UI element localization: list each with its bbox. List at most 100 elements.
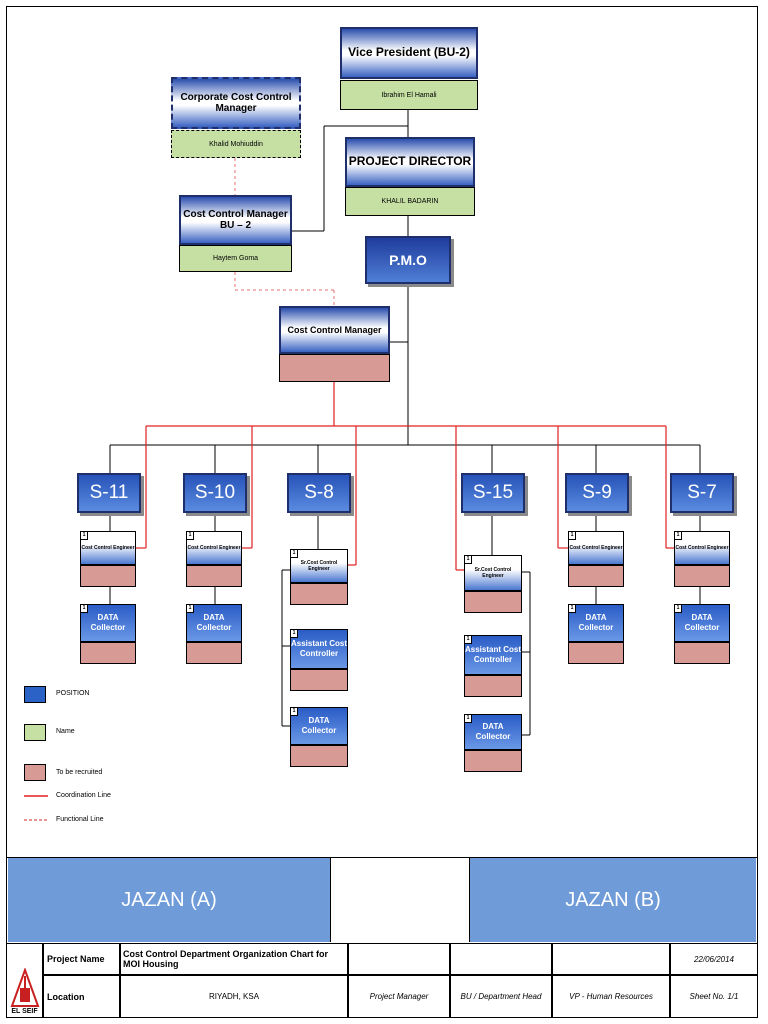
position-count: 1 [464, 714, 472, 723]
legend-coordination-label: Coordination Line [56, 792, 111, 799]
project-director-name: KHALIL BADARIN [345, 187, 475, 216]
corporate-cost-control-name: Khalid Mohiuddin [171, 130, 301, 158]
project-name-label: Project Name [43, 943, 120, 975]
section-s9-box: S-9 [565, 473, 629, 513]
cost-control-manager-bu2-name: Haytem Goma [179, 245, 292, 272]
project-director-title-box: PROJECT DIRECTOR [345, 137, 475, 187]
role-label: Cost Control Engineer [187, 545, 241, 551]
s8-collector-vacancy [290, 745, 348, 767]
footer-band-frame [6, 857, 758, 943]
s15-sr-engineer-vacancy [464, 591, 522, 613]
cost-control-manager-title-box: Cost Control Manager [279, 306, 390, 354]
legend-recruit-swatch [24, 764, 46, 781]
position-count: 1 [80, 531, 88, 540]
s8-assistant-vacancy [290, 669, 348, 691]
logo-text: EL SEIF [11, 1008, 38, 1015]
cost-control-manager-bu2-title-box: Cost Control Manager BU – 2 [179, 195, 292, 245]
position-count: 1 [464, 635, 472, 644]
role-label: DATA Collector [196, 613, 232, 632]
role-label: DATA Collector [578, 613, 614, 632]
role-label: Sr.Cost Control Engineer [474, 567, 512, 579]
s8-sr-engineer-vacancy [290, 583, 348, 605]
position-count: 1 [290, 549, 298, 558]
section-s10-box: S-10 [183, 473, 247, 513]
location-label: Location [43, 975, 120, 1018]
section-s11-box: S-11 [77, 473, 141, 513]
logo-cell: EL SEIF [6, 943, 43, 1018]
sheet-cell: Sheet No. 1/1 [670, 975, 758, 1018]
role-label: Cost Control Engineer [81, 545, 135, 551]
section-s8-box: S-8 [287, 473, 351, 513]
role-label: DATA Collector [475, 722, 511, 741]
vp-hr-cell: VP - Human Resources [552, 975, 670, 1018]
s10-collector-vacancy [186, 642, 242, 664]
role-label: Cost Control Engineer [569, 545, 623, 551]
position-count: 1 [290, 707, 298, 716]
s11-engineer-vacancy [80, 565, 136, 587]
role-label: DATA Collector [90, 613, 126, 632]
vp-title-box: Vice President (BU-2) [340, 27, 478, 79]
pmo-box: P.M.O [365, 236, 451, 284]
position-count: 1 [674, 604, 682, 613]
legend-name-label: Name [56, 728, 75, 735]
position-count: 1 [568, 531, 576, 540]
location-value: RIYADH, KSA [120, 975, 348, 1018]
role-label: Sr.Cost Control Engineer [300, 560, 338, 572]
s15-collector-vacancy [464, 750, 522, 772]
s7-engineer-vacancy [674, 565, 730, 587]
position-count: 1 [568, 604, 576, 613]
bu-head-cell: BU / Department Head [450, 975, 552, 1018]
s15-assistant-vacancy [464, 675, 522, 697]
s9-engineer-vacancy [568, 565, 624, 587]
legend-position-swatch [24, 686, 46, 703]
corporate-cost-control-title-box: Corporate Cost Control Manager [171, 77, 301, 129]
role-label: Assistant Cost Controller [465, 645, 522, 664]
s9-collector-vacancy [568, 642, 624, 664]
signature-blank-2 [450, 943, 552, 975]
position-count: 1 [186, 604, 194, 613]
legend-position-label: POSITION [56, 690, 90, 697]
position-count: 1 [674, 531, 682, 540]
position-count: 1 [464, 555, 472, 564]
project-name-value: Cost Control Department Organization Cha… [120, 943, 348, 975]
footer-center-gap [330, 858, 470, 942]
position-count: 1 [290, 629, 298, 638]
section-s15-box: S-15 [461, 473, 525, 513]
signature-blank-3 [552, 943, 670, 975]
jazan-a-band: JAZAN (A) [8, 858, 330, 942]
role-label: Assistant Cost Controller [291, 639, 348, 658]
position-count: 1 [80, 604, 88, 613]
legend-recruit-label: To be recruited [56, 769, 103, 776]
s10-engineer-vacancy [186, 565, 242, 587]
section-s7-box: S-7 [670, 473, 734, 513]
legend-functional-label: Functional Line [56, 816, 104, 823]
role-label: DATA Collector [684, 613, 720, 632]
position-count: 1 [186, 531, 194, 540]
project-manager-cell: Project Manager [348, 975, 450, 1018]
role-label: DATA Collector [301, 716, 337, 735]
date-cell: 22/06/2014 [670, 943, 758, 975]
vp-name: Ibrahim El Hamali [340, 80, 478, 110]
jazan-b-band: JAZAN (B) [470, 858, 756, 942]
s11-collector-vacancy [80, 642, 136, 664]
signature-blank-1 [348, 943, 450, 975]
legend-name-swatch [24, 724, 46, 741]
el-seif-logo-icon [10, 968, 39, 1007]
role-label: Cost Control Engineer [675, 545, 729, 551]
s7-collector-vacancy [674, 642, 730, 664]
